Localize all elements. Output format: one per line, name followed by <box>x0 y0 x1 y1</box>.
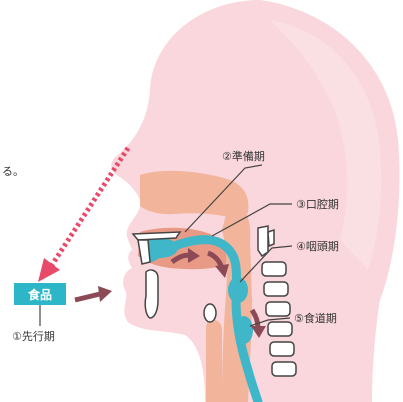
vertebra <box>262 262 286 276</box>
stage-1-label: ①先行期 <box>12 330 55 343</box>
uvula-side <box>268 230 274 246</box>
vertebra <box>272 362 296 376</box>
palate <box>133 232 180 240</box>
vertebra <box>264 282 288 296</box>
stage-5-label: ⑤食道期 <box>294 311 337 325</box>
vertebra <box>268 322 292 336</box>
partial-text: る。 <box>2 165 24 178</box>
lower-tooth <box>145 270 158 318</box>
stage-2-label: ②準備期 <box>222 149 265 163</box>
arrow-food-to-mouth <box>75 294 100 300</box>
stage-4-label: ④咽頭期 <box>296 240 339 253</box>
vertebra <box>266 302 290 316</box>
arrow-food-to-mouth-head <box>98 286 112 302</box>
food-label: 食品 <box>27 287 52 302</box>
trachea <box>206 319 222 402</box>
uvula <box>258 226 268 256</box>
bolus-pharynx <box>228 277 248 303</box>
vertebra <box>270 342 294 356</box>
epiglottis <box>204 304 216 322</box>
stage-3-label: ③口腔期 <box>296 197 339 211</box>
bolus-esophagus <box>235 316 253 344</box>
